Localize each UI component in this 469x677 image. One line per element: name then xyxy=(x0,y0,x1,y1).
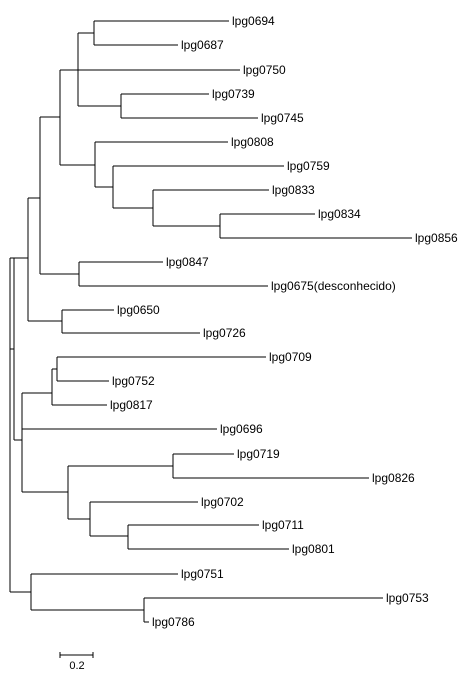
leaf-label: lpg0847 xyxy=(166,255,209,269)
leaf-label: lpg0750 xyxy=(243,63,286,77)
leaf-label: lpg0759 xyxy=(287,159,330,173)
leaf-label: lpg0752 xyxy=(112,374,155,388)
leaf-label: lpg0711 xyxy=(262,518,304,532)
leaf-label: lpg0694 xyxy=(232,14,275,28)
leaf-label: lpg0719 xyxy=(237,447,280,461)
leaf-label: lpg0817 xyxy=(110,398,153,412)
leaf-label: lpg0726 xyxy=(203,326,246,340)
tree-branches xyxy=(9,20,412,623)
leaf-label: lpg0745 xyxy=(261,111,304,125)
leaf-label: lpg0650 xyxy=(117,303,160,317)
leaf-label: lpg0675(desconhecido) xyxy=(271,279,396,293)
leaf-label: lpg0696 xyxy=(220,422,263,436)
leaf-label: lpg0753 xyxy=(386,591,429,605)
leaf-label: lpg0751 xyxy=(181,567,224,581)
leaf-labels: lpg0694 lpg0687 lpg0750 lpg0739 lpg0745 … xyxy=(110,14,458,629)
leaf-label: lpg0856 xyxy=(415,231,458,245)
leaf-label: lpg0833 xyxy=(272,183,315,197)
leaf-label: lpg0702 xyxy=(201,495,244,509)
leaf-label: lpg0786 xyxy=(152,615,195,629)
leaf-label: lpg0834 xyxy=(318,207,361,221)
scale-bar: 0.2 xyxy=(59,652,94,672)
scale-bar-label: 0.2 xyxy=(69,660,84,672)
leaf-label: lpg0739 xyxy=(212,87,255,101)
leaf-label: lpg0709 xyxy=(269,350,312,364)
leaf-label: lpg0826 xyxy=(372,471,415,485)
leaf-label: lpg0687 xyxy=(181,38,224,52)
leaf-label: lpg0808 xyxy=(231,135,274,149)
leaf-label: lpg0801 xyxy=(292,542,335,556)
